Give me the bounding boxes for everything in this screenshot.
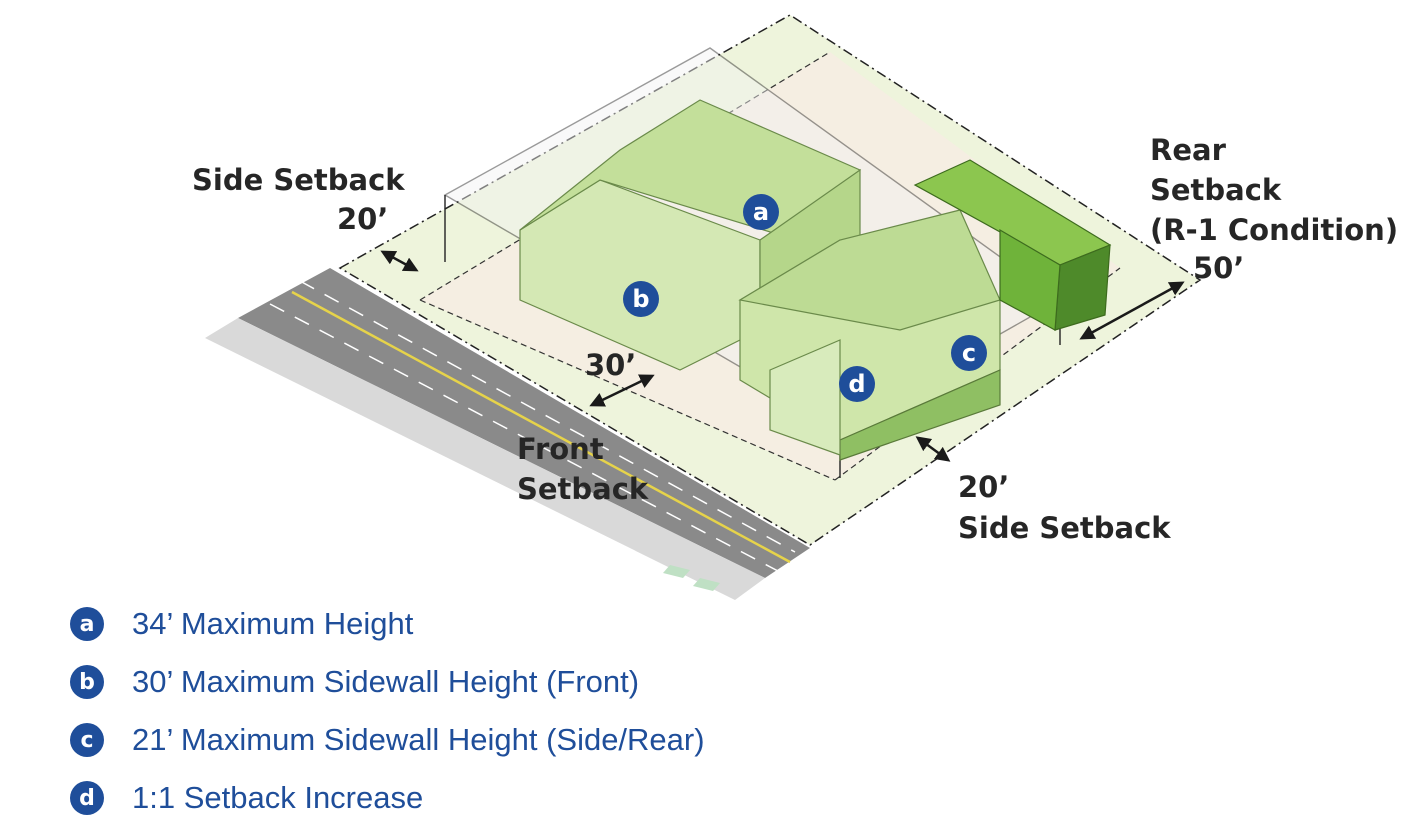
rear-setback-line2: Setback [1150, 173, 1282, 207]
rear-structure [913, 159, 1112, 331]
front-setback-arrow [589, 374, 655, 407]
site-diagram: Side Setback 20’ 30’ Front Setback Rear … [192, 14, 1398, 600]
svg-text:d: d [848, 370, 865, 398]
marker-d: d [839, 366, 875, 402]
side-setback-left-arrow [380, 250, 419, 272]
legend-marker-a: a [70, 607, 104, 641]
side-setback-right-arrow [915, 436, 951, 462]
legend-text-c: 21’ Maximum Sidewall Height (Side/Rear) [132, 722, 705, 757]
legend-item-d: d 1:1 Setback Increase [70, 769, 705, 827]
rear-setback-line3: (R-1 Condition) [1150, 213, 1398, 247]
legend: a 34’ Maximum Height b 30’ Maximum Sidew… [70, 595, 705, 827]
rear-setback-value: 50’ [1193, 251, 1244, 285]
side-setback-left-value: 20’ [337, 202, 388, 236]
svg-text:a: a [753, 198, 769, 226]
legend-text-a: 34’ Maximum Height [132, 606, 414, 641]
dimension-arrows [380, 250, 1185, 462]
marker-b: b [623, 281, 659, 317]
rear-setback-arrow [1079, 281, 1185, 340]
front-setback-value: 30’ [585, 348, 636, 382]
legend-text-d: 1:1 Setback Increase [132, 780, 424, 815]
svg-text:c: c [962, 339, 976, 367]
side-setback-right-title: Side Setback [958, 511, 1171, 545]
road [205, 268, 810, 600]
side-setback-right-value: 20’ [958, 470, 1009, 504]
rear-setback-line1: Rear [1150, 133, 1227, 167]
front-setback-line1: Front [517, 432, 604, 466]
building-rear [738, 209, 1001, 461]
legend-text-b: 30’ Maximum Sidewall Height (Front) [132, 664, 640, 699]
legend-item-b: b 30’ Maximum Sidewall Height (Front) [70, 653, 705, 711]
marker-c: c [951, 335, 987, 371]
legend-marker-b: b [70, 665, 104, 699]
legend-marker-d: d [70, 781, 104, 815]
legend-marker-c: c [70, 723, 104, 757]
svg-text:b: b [632, 285, 649, 313]
legend-item-c: c 21’ Maximum Sidewall Height (Side/Rear… [70, 711, 705, 769]
front-setback-line2: Setback [517, 472, 649, 506]
side-setback-left-title: Side Setback [192, 163, 405, 197]
legend-item-a: a 34’ Maximum Height [70, 595, 705, 653]
marker-a: a [743, 194, 779, 230]
